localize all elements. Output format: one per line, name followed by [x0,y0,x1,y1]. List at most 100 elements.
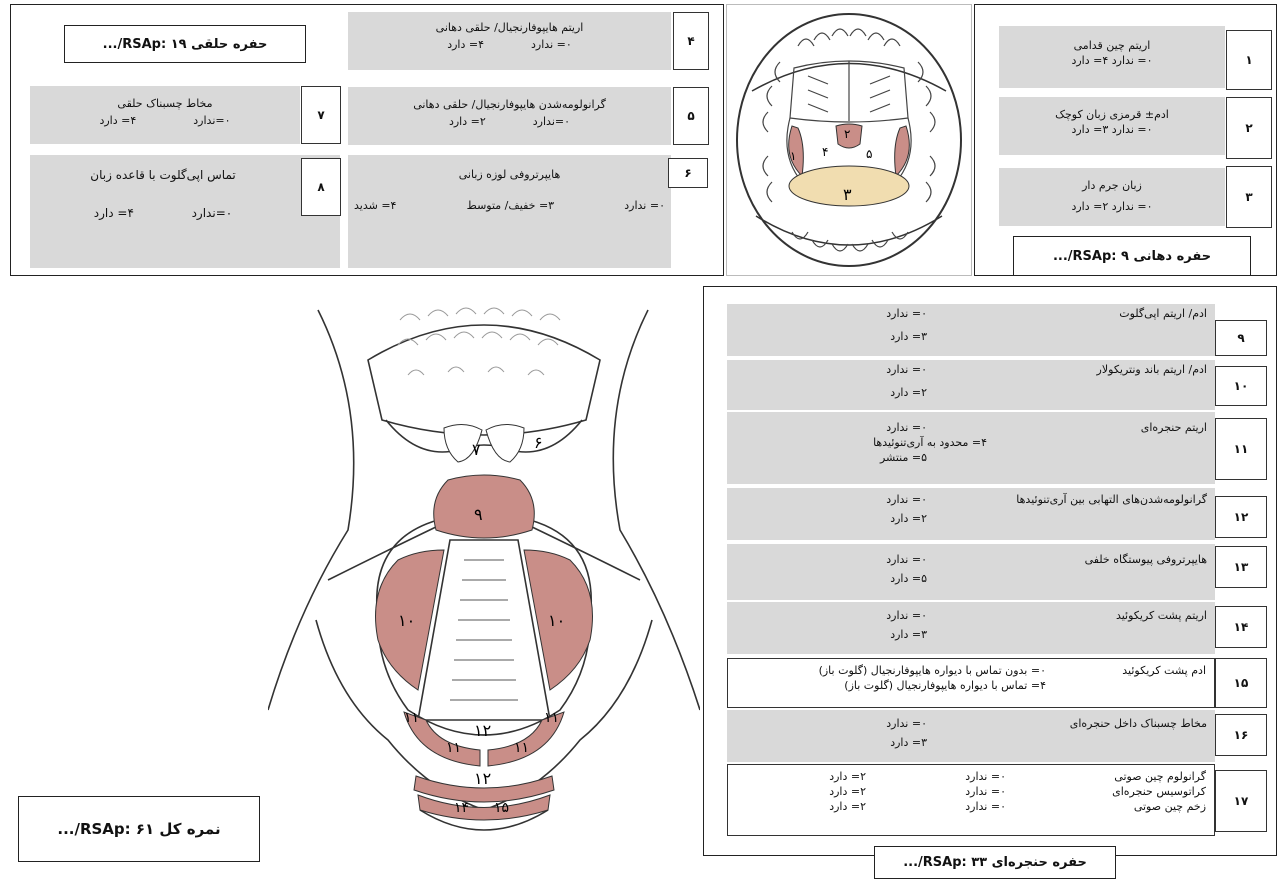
item-2-options: ۰= ندارد ۳= دارد [999,122,1225,137]
oral-score-title: حفره دهانی RSAp: ۹/... [1013,236,1251,276]
item-13-opt-1: ۵= دارد [735,571,927,586]
total-score-box: نمره کل RSAp: ۶۱/... [18,796,260,862]
item-1-cell: اریتم چین قدامی ۰= ندارد ۴= دارد [999,26,1225,88]
item-14-opt-1: ۳= دارد [735,627,927,642]
item-17-opt0-a: ۰= ندارد [906,769,1006,784]
item-3-title: زبان جرم دار [999,178,1225,193]
item-1-title: اریتم چین قدامی [999,38,1225,53]
item-16-cell: مخاط چسبناک داخل حنجره‌ای ۰= ندارد ۳= دا… [727,710,1215,762]
item-17-opt2-b: ۲= دارد [829,784,866,799]
larynx-label-6: ۶ [534,433,543,452]
item-9-opt-0: ۰= ندارد [886,306,927,321]
item-12-title: گرانولومه‌شدن‌های التهابی بین آری‌تنوئید… [957,492,1207,507]
item-10-number: ۱۰ [1215,366,1267,406]
item-17-title-1: کراتوسیس حنجره‌ای [1066,784,1206,799]
item-14-cell: اریتم پشت کریکوئید ۰= ندارد ۳= دارد [727,602,1215,654]
item-3-number: ۳ [1226,166,1272,228]
item-2-title: ادم± قرمزی زبان کوچک [999,107,1225,122]
item-11-opt-1: ۴= محدود به آری‌تنوئیدها [735,435,987,450]
oral-cavity-diagram: ۱ ۲ ۴ ۵ ۳ [728,6,970,274]
item-13-cell: هایپرتروفی پیوستگاه خلفی ۰= ندارد ۵= دار… [727,544,1215,600]
item-4-title: اریتم هایپوفارنجیال/ حلقی دهانی [348,20,671,35]
item-10-title: ادم/ اریتم باند ونتریکولار [1007,362,1207,377]
item-5-opt-1: ۲= دارد [449,115,486,128]
item-16-opt-0: ۰= ندارد [886,716,927,731]
mouth-label-4: ۴ [822,145,828,159]
item-14-number: ۱۴ [1215,606,1267,648]
item-10-opt-0: ۰= ندارد [886,362,927,377]
item-5-cell: گرانولومه‌شدن هایپوفارنجیال/ حلقی دهانی … [348,87,671,145]
item-12-number: ۱۲ [1215,496,1267,538]
item-16-title: مخاط چسبناک داخل حنجره‌ای [1007,716,1207,731]
larynx-label-12-b: ۱۲ [474,769,491,788]
item-12-opt-0: ۰= ندارد [886,492,927,507]
item-11-cell: اریتم حنجره‌ای ۰= ندارد ۴= محدود به آری‌… [727,412,1215,484]
item-12-cell: گرانولومه‌شدن‌های التهابی بین آری‌تنوئید… [727,488,1215,540]
item-3-options: ۰= ندارد ۲= دارد [999,199,1225,214]
item-4-opt-0: ۰= ندارد [531,38,572,51]
larynx-diagram: ۷ ۶ ۹ ۱۰ ۱۰ ۱۱ ۱۱ ۱۱ ۱۱ ۱۲ ۱۲ ۱۴ ۱۵ [268,290,700,870]
item-12-opt-1: ۲= دارد [735,511,927,526]
item-5-title: گرانولومه‌شدن هایپوفارنجیال/ حلقی دهانی [348,97,671,112]
larynx-label-11-a: ۱۱ [404,710,419,726]
item-17-title-0: گرانولوم چین صوتی [1066,769,1206,784]
pharyngeal-score-title: حفره حلقی RSAp: ۱۹/... [64,25,306,63]
item-6-cell: هایپرتروفی لوزه زبانی ۰= ندارد ۳= خفیف/ … [348,155,671,268]
item-1-number: ۱ [1226,30,1272,90]
item-8-opt-0: ۰=ندارد [192,206,233,220]
item-17-opt0-c: ۰= ندارد [906,799,1006,814]
item-1-options: ۰= ندارد ۴= دارد [999,53,1225,68]
larynx-label-14: ۱۴ [454,800,469,816]
mouth-label-2: ۲ [844,127,850,141]
item-17-opt0-b: ۰= ندارد [906,784,1006,799]
item-2-number: ۲ [1226,97,1272,159]
item-6-opt-2: ۴= شدید [354,198,396,213]
larynx-label-12-a: ۱۲ [474,721,491,740]
item-16-number: ۱۶ [1215,714,1267,756]
item-4-opt-1: ۴= دارد [447,38,484,51]
item-8-cell: تماس اپی‌گلوت با قاعده زبان ۰=ندارد ۴= د… [30,155,340,268]
larynx-label-10-right: ۱۰ [548,611,565,630]
item-4-cell: اریتم هایپوفارنجیال/ حلقی دهانی ۰= ندارد… [348,12,671,70]
item-6-opt-0: ۰= ندارد [624,198,665,213]
item-7-cell: مخاط چسبناک حلقی ۰=ندارد ۴= دارد [30,86,300,144]
item-10-cell: ادم/ اریتم باند ونتریکولار ۰= ندارد ۲= د… [727,360,1215,410]
item-16-opt-1: ۳= دارد [735,735,927,750]
item-14-opt-0: ۰= ندارد [886,608,927,623]
item-17-cell: گرانولوم چین صوتی ۰= ندارد ۲= دارد کراتوسی… [727,764,1215,836]
larynx-label-11-d: ۱۱ [544,710,559,726]
item-2-cell: ادم± قرمزی زبان کوچک ۰= ندارد ۳= دارد [999,97,1225,155]
item-13-opt-0: ۰= ندارد [886,552,927,567]
item-11-opt-2: ۵= منتشر [735,450,927,465]
item-10-opt-1: ۲= دارد [735,385,927,400]
item-17-opt2-a: ۲= دارد [829,769,866,784]
item-4-number: ۴ [673,12,709,70]
item-15-number: ۱۵ [1215,658,1267,708]
item-7-opt-0: ۰=ندارد [193,114,230,127]
item-3-cell: زبان جرم دار ۰= ندارد ۲= دارد [999,168,1225,226]
item-11-opt-0: ۰= ندارد [886,420,927,435]
item-8-title: تماس اپی‌گلوت با قاعده زبان [30,167,296,183]
item-15-cell: ادم پشت کریکوئید ۰= بدون تماس با دیواره … [727,658,1215,708]
item-8-opt-1: ۴= دارد [94,206,134,220]
mouth-label-5: ۵ [866,147,872,161]
item-11-number: ۱۱ [1215,418,1267,480]
item-13-number: ۱۳ [1215,546,1267,588]
item-8-number: ۸ [301,158,341,216]
laryngeal-score-title: حفره حنجره‌ای RSAp: ۳۳/... [874,846,1116,879]
item-7-title: مخاط چسبناک حلقی [30,96,300,111]
larynx-label-11-b: ۱۱ [446,740,461,756]
item-9-number: ۹ [1215,320,1267,356]
item-15-opt-0: ۰= بدون تماس با دیواره هایپوفارنجیال (گل… [819,663,1046,678]
larynx-label-11-c: ۱۱ [514,740,529,756]
item-6-opt-1: ۳= خفیف/ متوسط [467,198,554,213]
item-5-opt-0: ۰=ندارد [533,115,570,128]
item-9-title: ادم/ اریتم اپی‌گلوت [1007,306,1207,321]
item-9-opt-1: ۳= دارد [735,329,927,344]
item-11-title: اریتم حنجره‌ای [1007,420,1207,435]
mouth-label-1: ۱ [790,149,796,163]
larynx-label-10-left: ۱۰ [398,611,415,630]
larynx-label-15: ۱۵ [494,800,509,816]
item-6-number: ۶ [668,158,708,188]
item-7-number: ۷ [301,86,341,144]
